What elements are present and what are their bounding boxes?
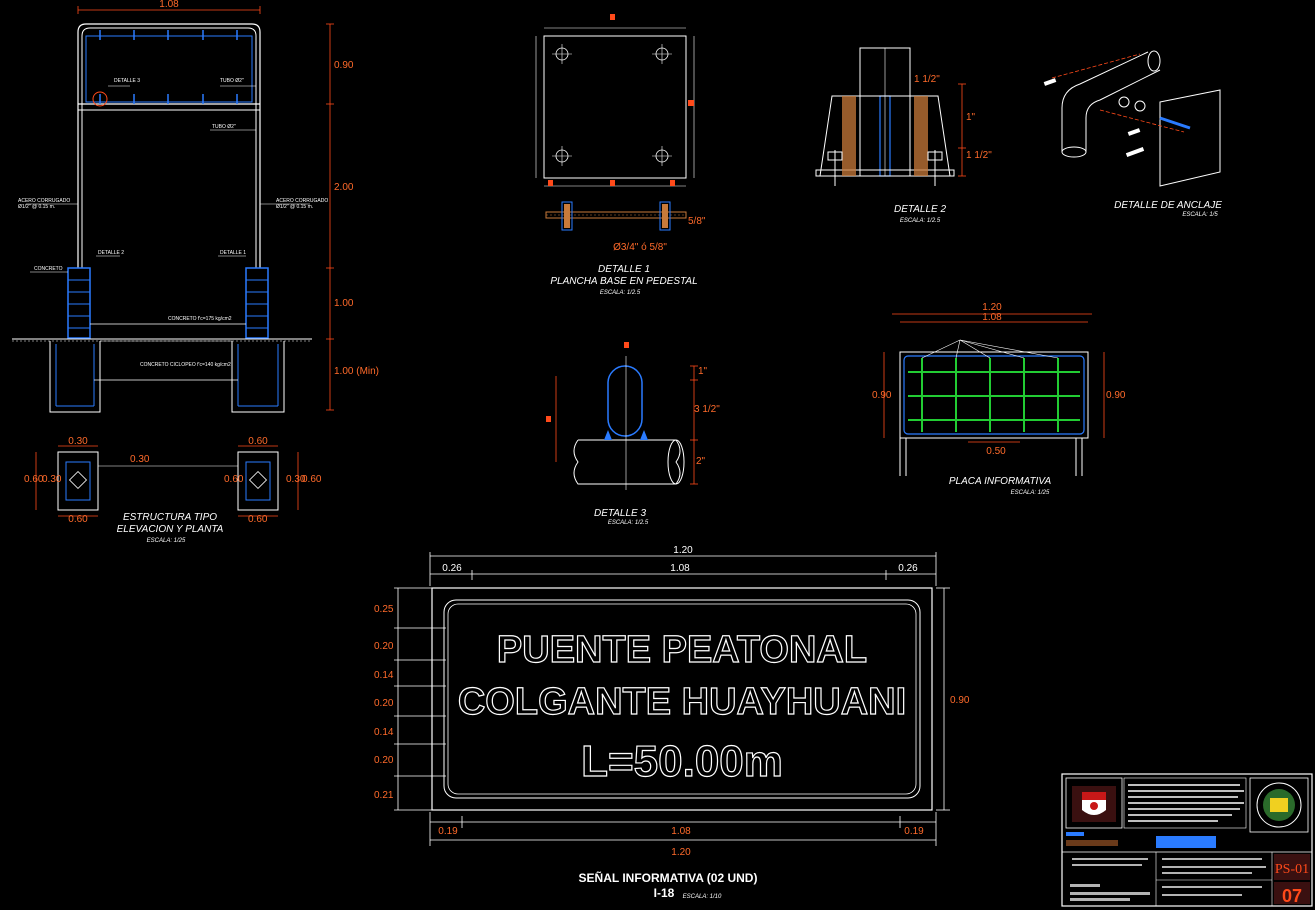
sign-left-2: 0.14	[374, 670, 394, 681]
sheet-number: 07	[1282, 886, 1302, 906]
sign-top-1: 1.08	[670, 563, 690, 574]
d3-dim-2: 2"	[696, 456, 706, 467]
structure-dim-r0: 0.90	[334, 60, 354, 71]
sign-code: I-18	[654, 886, 675, 900]
municipal-emblem-logo	[1256, 782, 1302, 828]
d3-dim-1: 3 1/2"	[694, 404, 720, 415]
sign-scale: ESCALA: 1/10	[683, 894, 722, 900]
d2-scale: ESCALA: 1/2.5	[900, 218, 941, 224]
d2-dim-1: 1"	[966, 112, 976, 123]
plan-dim-3: 0.60	[68, 514, 88, 525]
d3-scale: ESCALA: 1/2.5	[608, 520, 649, 526]
placa-dim-top0: 1.20	[982, 302, 1002, 313]
sign-left-5: 0.20	[374, 755, 394, 766]
estructura-planta: 0.30 0.60 0.30 0.60 0.60 0.60 0.60 0.30 …	[24, 436, 322, 544]
sign-bottom-total: 1.20	[671, 847, 691, 858]
plan-dim-bottom: 0.60	[248, 514, 268, 525]
structure-scale: ESCALA: 1/25	[147, 538, 186, 544]
d2-dim-2: 1 1/2"	[966, 150, 992, 161]
d2-title: DETALLE 2	[894, 204, 946, 215]
sign-left-3: 0.20	[374, 698, 394, 709]
detalle-2: 1 1/2" 1" 1 1/2" DETALLE 2 ESCALA: 1/2.5	[815, 47, 992, 224]
placa-informativa: 1.20 1.08 0.90 0.90 0.50 PLACA INFORMATI…	[872, 302, 1126, 496]
structure-dim-r3: 1.00 (Min)	[334, 366, 379, 377]
placa-dim-left: 0.90	[872, 390, 892, 401]
placa-scale: ESCALA: 1/25	[1011, 490, 1050, 496]
svg-text:CONCRETO CICLOPEO f'c=140 kg/c: CONCRETO CICLOPEO f'c=140 kg/cm2	[140, 362, 231, 368]
svg-text:DETALLE 3: DETALLE 3	[114, 78, 140, 84]
plan-dim-2: 0.30	[42, 474, 62, 485]
svg-text:ACERO CORRUGADO: ACERO CORRUGADO	[18, 198, 70, 204]
title-block: PS-01 07	[1061, 773, 1313, 907]
structure-dim-r2: 1.00	[334, 298, 354, 309]
svg-text:DETALLE 2: DETALLE 2	[98, 250, 124, 256]
peru-shield-logo	[1072, 786, 1116, 822]
sign-line3: L=50.00m	[581, 737, 783, 786]
sign-line2: COLGANTE HUAYHUANI	[458, 681, 906, 723]
sign-right-dim: 0.90	[950, 695, 970, 706]
detalle-1: 5/8" Ø3/4" ó 5/8" DETALLE 1 PLANCHA BASE…	[535, 14, 706, 296]
svg-text:DETALLE 1: DETALLE 1	[220, 250, 246, 256]
placa-dim-bottom: 0.50	[986, 446, 1006, 457]
sign-left-4: 0.14	[374, 727, 394, 738]
sign-left-0: 0.25	[374, 604, 394, 615]
d1-title: DETALLE 1	[598, 264, 650, 275]
sign-left-6: 0.21	[374, 790, 394, 801]
sheet-code: PS-01	[1275, 862, 1309, 877]
plan-dim-7: 0.30	[286, 474, 306, 485]
svg-text:CONCRETO f'c=175 kg/cm2: CONCRETO f'c=175 kg/cm2	[168, 316, 232, 322]
svg-text:TUBO Ø2": TUBO Ø2"	[220, 78, 244, 84]
svg-text:Ø1/2" @ 0.15 m.: Ø1/2" @ 0.15 m.	[18, 204, 55, 210]
svg-text:CONCRETO: CONCRETO	[34, 266, 63, 272]
d1-thickness: 5/8"	[688, 216, 706, 227]
plan-dim-4: 0.60	[248, 436, 268, 447]
sign-top-2: 0.26	[898, 563, 918, 574]
plan-dim-6: 0.60	[302, 474, 322, 485]
d1-subtitle: PLANCHA BASE EN PEDESTAL	[550, 276, 697, 287]
svg-text:TUBO Ø2": TUBO Ø2"	[212, 124, 236, 130]
d3-dim-0: 1"	[698, 366, 708, 377]
placa-title: PLACA INFORMATIVA	[949, 476, 1052, 487]
d1-scale: ESCALA: 1/2.5	[600, 290, 641, 296]
sign-top-0: 0.26	[442, 563, 462, 574]
sign-bottom-2: 0.19	[904, 826, 924, 837]
anclaje-title: DETALLE DE ANCLAJE	[1114, 200, 1222, 211]
plan-dim-1: 0.60	[24, 474, 44, 485]
structure-top-dim: 1.08	[159, 0, 179, 10]
sign-left-1: 0.20	[374, 641, 394, 652]
senal-informativa: 1.20 0.26 1.08 0.26 PUENTE PEATONAL COLG…	[374, 545, 970, 900]
placa-dim-right: 0.90	[1106, 390, 1126, 401]
structure-title: ESTRUCTURA TIPO	[123, 512, 217, 523]
structure-dim-r1: 2.00	[334, 182, 354, 193]
plan-dim-5: 0.60	[224, 474, 244, 485]
sign-line1: PUENTE PEATONAL	[497, 629, 867, 671]
plan-dim-0: 0.30	[68, 436, 88, 447]
svg-text:ACERO CORRUGADO: ACERO CORRUGADO	[276, 198, 328, 204]
sign-top-total: 1.20	[673, 545, 693, 556]
sign-caption: SEÑAL INFORMATIVA (02 UND)	[579, 870, 758, 885]
sign-bottom-1: 1.08	[671, 826, 691, 837]
detalle-3: 1" 3 1/2" 2" DETALLE 3 ESCALA: 1/2.5	[546, 342, 720, 526]
anclaje-scale: ESCALA: 1/5	[1182, 212, 1218, 218]
placa-dim-top1: 1.08	[982, 312, 1002, 323]
sign-bottom-0: 0.19	[438, 826, 458, 837]
d3-title: DETALLE 3	[594, 508, 646, 519]
detalle-anclaje: DETALLE DE ANCLAJE ESCALA: 1/5	[1043, 50, 1222, 218]
plan-dim-8: 0.30	[130, 454, 150, 465]
svg-text:Ø1/2" @ 0.15 m.: Ø1/2" @ 0.15 m.	[276, 204, 313, 210]
d1-bolts: Ø3/4" ó 5/8"	[613, 242, 667, 253]
d2-dim-0: 1 1/2"	[914, 74, 940, 85]
structure-subtitle: ELEVACION Y PLANTA	[117, 524, 224, 535]
